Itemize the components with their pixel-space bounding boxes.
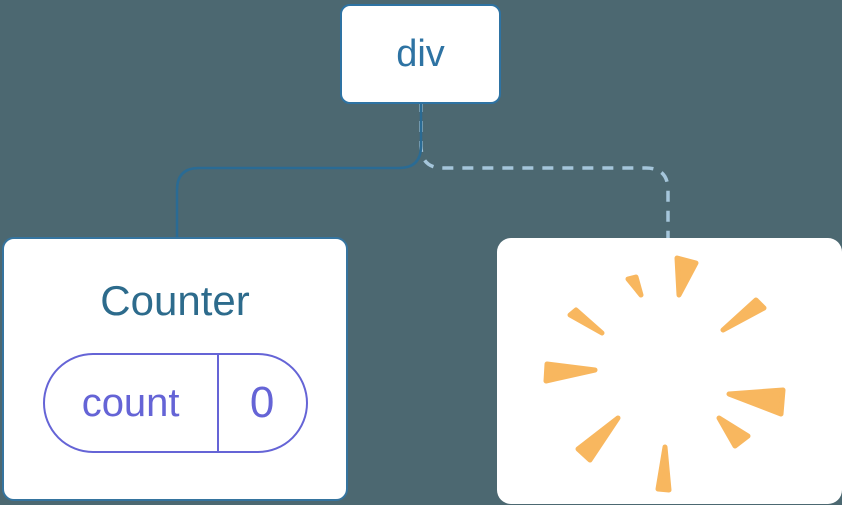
counter-node: Counter count 0 xyxy=(2,237,348,501)
state-value-cell: 0 xyxy=(216,355,306,452)
state-key-label: count xyxy=(81,380,180,425)
root-node-div: div xyxy=(340,4,501,104)
removed-node xyxy=(497,238,842,504)
connector-solid-counter xyxy=(175,101,423,237)
root-node-label: div xyxy=(396,32,445,75)
state-pill: count 0 xyxy=(42,353,308,454)
counter-title: Counter xyxy=(100,277,250,324)
poof-burst-icon xyxy=(543,255,786,493)
state-key-cell: count xyxy=(45,355,217,451)
state-value-label: 0 xyxy=(249,378,275,428)
connector-dashed-removed xyxy=(419,101,670,238)
